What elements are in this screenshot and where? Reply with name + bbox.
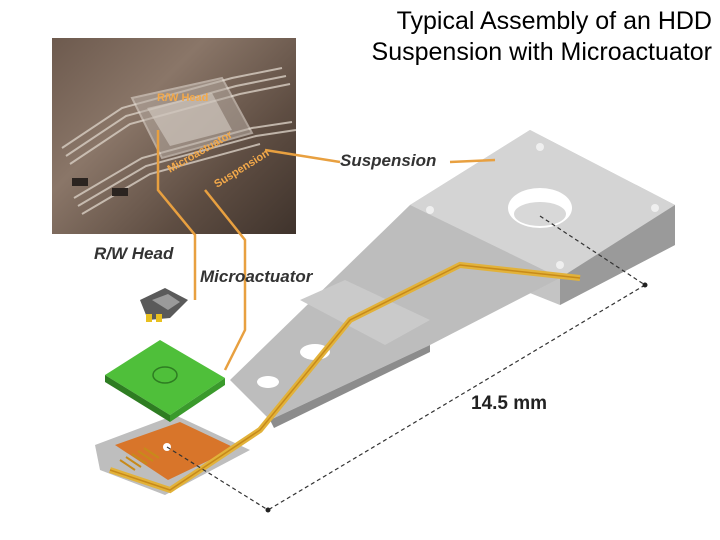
photo-inset: R/W Head Microactuator Suspension [52, 38, 296, 234]
label-suspension: Suspension [340, 151, 437, 170]
label-dimension: 14.5 mm [471, 393, 548, 414]
title-line-1: Typical Assembly of an HDD [396, 7, 712, 35]
photo-inset-illustration: R/W Head Microactuator Suspension [61, 67, 296, 215]
dimension-line [267, 284, 646, 511]
microactuator-board [105, 340, 225, 415]
copper-pad [115, 422, 235, 480]
leader-suspension-left [264, 148, 341, 164]
leader-lines [156, 130, 496, 371]
photo-label-rw-head: R/W Head [157, 92, 208, 104]
label-microactuator: Microactuator [200, 267, 313, 286]
leader-suspension-right [449, 158, 496, 164]
flex-traces [119, 447, 160, 471]
label-rw-head: R/W Head [94, 244, 174, 263]
leader-rw-head [156, 130, 197, 300]
title-line-2: Suspension with Microactuator [371, 38, 712, 66]
leader-microactuator [204, 189, 247, 371]
dimension-extension-bottom [166, 446, 269, 511]
diagram-title: Typical Assembly of an HDD Suspension wi… [372, 6, 712, 68]
